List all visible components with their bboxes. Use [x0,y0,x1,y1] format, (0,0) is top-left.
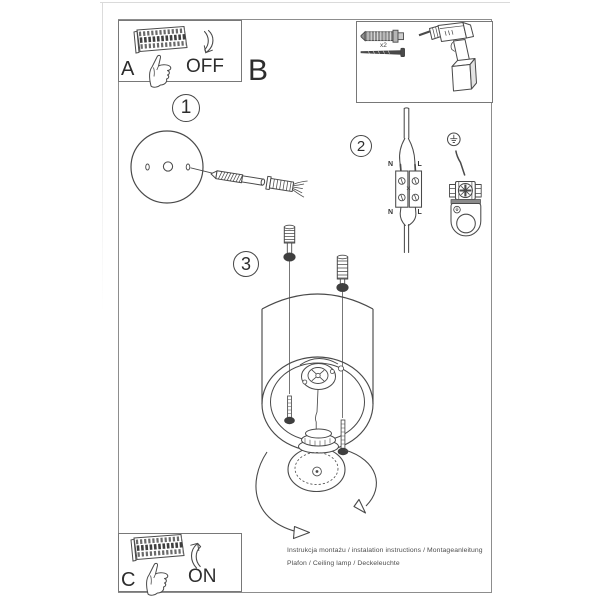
power-off-label: OFF [186,56,224,77]
power-on-label: ON [188,566,217,587]
footer-line-1: Instrukcja montażu / instalation instruc… [287,547,483,554]
label-b: B [248,54,269,87]
step-3-badge: 3 [233,251,259,277]
step-1-number: 1 [180,97,192,118]
page-edge-left [102,2,103,312]
step-1-badge: 1 [172,94,200,122]
parts-box [356,21,493,103]
wire-label-l-top: L [417,161,422,168]
step-3-number: 3 [240,253,251,274]
step-2-number: 2 [356,137,366,155]
footer-line-2: Plafon / Ceiling lamp / Deckeleuchte [287,559,400,567]
step-2-badge: 2 [350,135,372,157]
wire-label-n-top: N [388,161,394,168]
wire-label-l-bottom: L [417,208,422,216]
power-on-box [118,533,242,592]
dowel-qty-label: x2 [380,41,387,49]
label-c: C [121,569,136,591]
footer-text: Instrukcja montażu / instalation instruc… [287,545,483,570]
page-edge-top [100,2,510,3]
main-frame [118,19,492,593]
label-a: A [121,58,135,80]
wire-label-n-bottom: N [388,208,394,216]
